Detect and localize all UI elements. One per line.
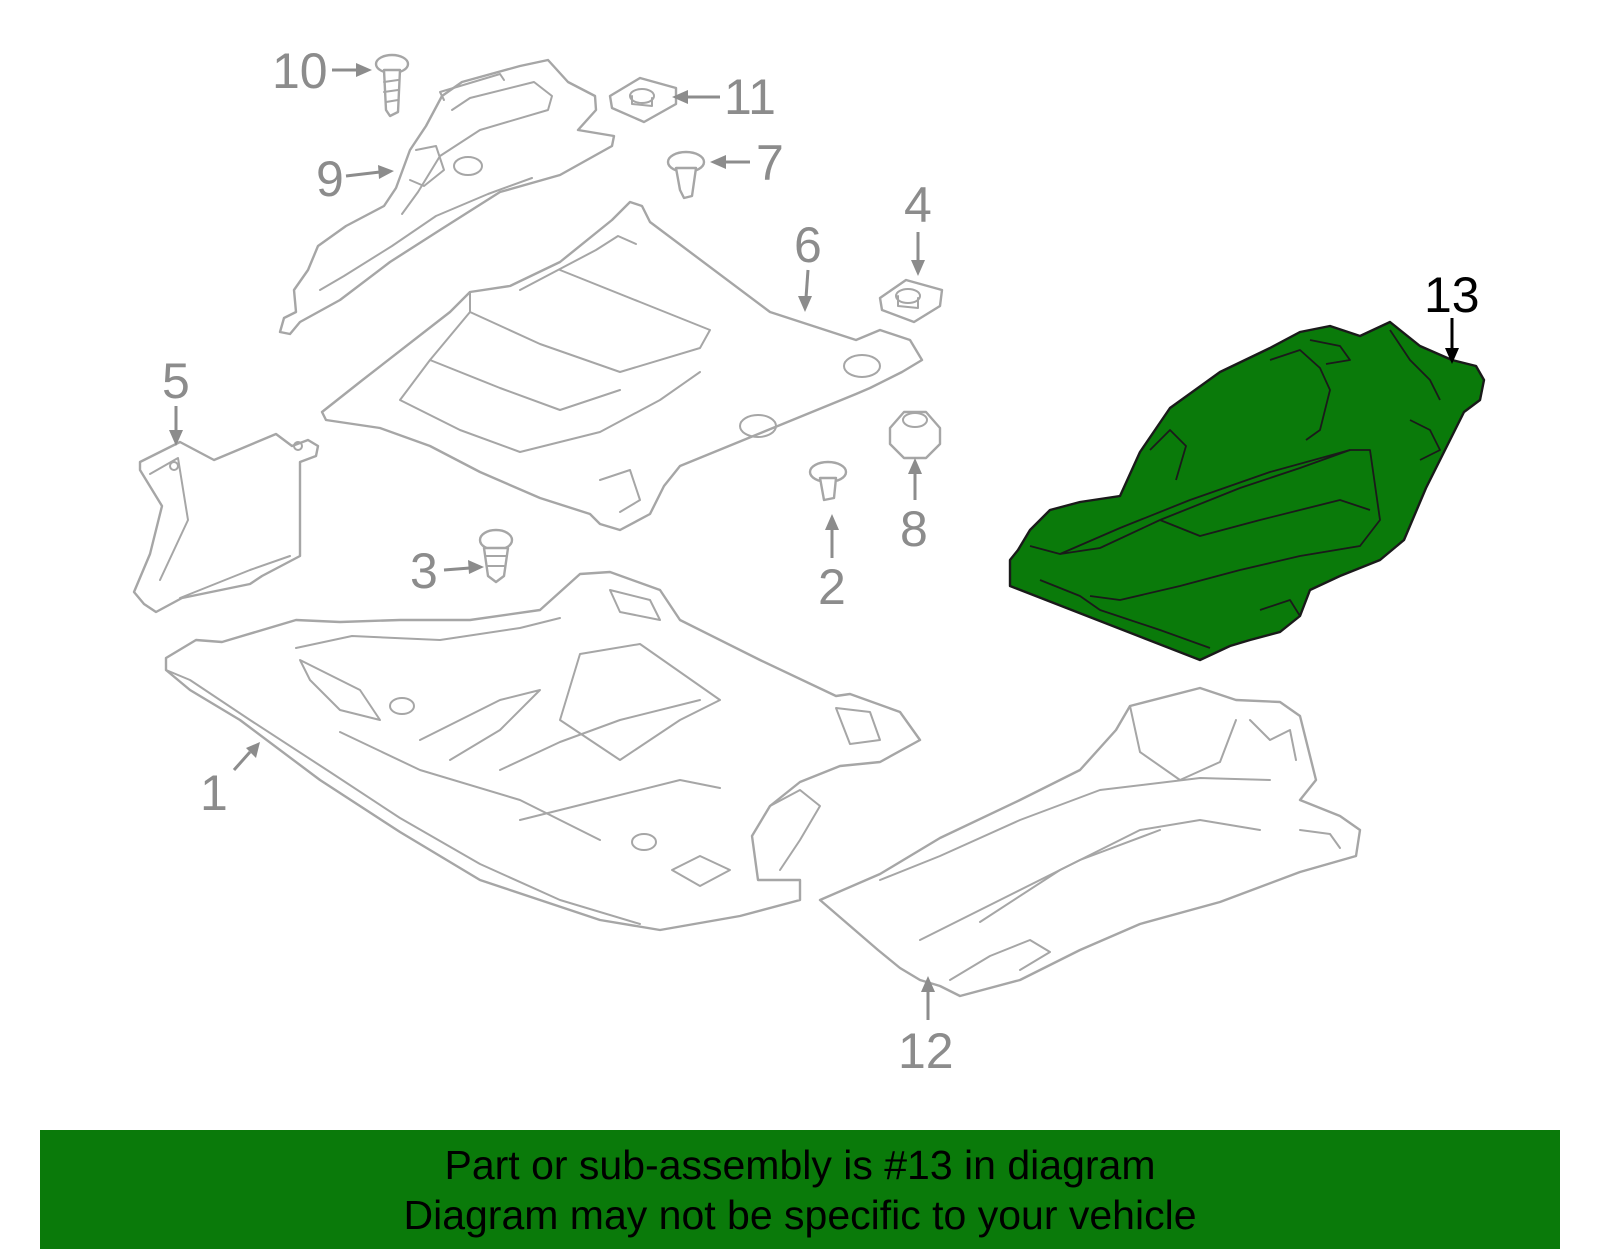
callout-6: 6 [794, 217, 822, 273]
banner-line-part-number: Part or sub-assembly is #13 in diagram [444, 1142, 1156, 1188]
banner-line-disclaimer: Diagram may not be specific to your vehi… [403, 1192, 1197, 1238]
part-2-screw [808, 460, 848, 502]
callout-arrows [169, 63, 1459, 1020]
parts-diagram: 10 11 7 9 4 6 5 8 2 3 1 12 13 [132, 43, 1486, 1079]
callout-8: 8 [900, 501, 928, 557]
callout-7: 7 [756, 135, 784, 191]
part-6 [320, 200, 924, 532]
part-5 [132, 432, 320, 614]
part-1 [164, 570, 922, 932]
part-4-nut [878, 278, 944, 324]
part-12 [818, 686, 1362, 998]
part-7-screw [666, 150, 706, 200]
callout-11: 11 [724, 69, 776, 125]
info-banner: Part or sub-assembly is #13 in diagram D… [40, 1130, 1560, 1249]
callout-12: 12 [898, 1023, 954, 1079]
part-11-clip [608, 76, 678, 124]
callout-3: 3 [410, 543, 438, 599]
callout-labels: 10 11 7 9 4 6 5 8 2 3 1 12 13 [162, 43, 1480, 1079]
part-8-nut [888, 410, 942, 460]
callout-5: 5 [162, 353, 190, 409]
part-9 [278, 58, 616, 336]
part-13-highlighted [1008, 320, 1486, 662]
callout-2: 2 [818, 559, 846, 615]
callout-10: 10 [272, 43, 328, 99]
part-10-bolt [374, 53, 410, 118]
callout-9: 9 [316, 151, 344, 207]
callout-1: 1 [200, 765, 228, 821]
callout-4: 4 [904, 177, 932, 233]
part-3-clip [478, 528, 514, 584]
callout-13: 13 [1424, 267, 1480, 323]
